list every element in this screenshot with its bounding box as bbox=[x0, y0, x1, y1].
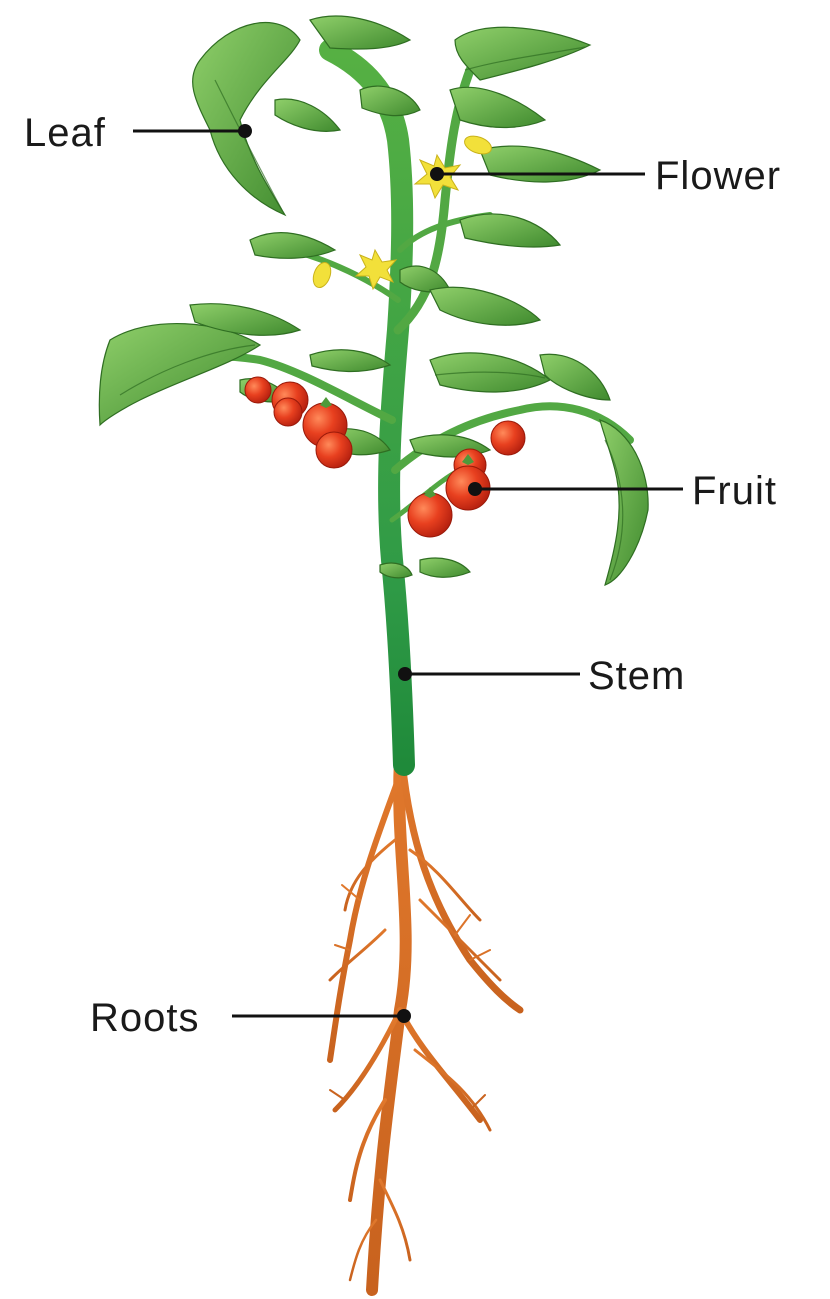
stem-label: Stem bbox=[588, 654, 685, 698]
roots-label: Roots bbox=[90, 996, 200, 1040]
leaves-illustration bbox=[99, 16, 648, 585]
fruit-pointer bbox=[468, 482, 683, 496]
stem-pointer bbox=[398, 667, 580, 681]
roots-pointer bbox=[232, 1009, 411, 1023]
fruit-label: Fruit bbox=[692, 469, 777, 513]
flower-label: Flower bbox=[655, 154, 781, 198]
roots-illustration bbox=[330, 760, 520, 1290]
leaf-label: Leaf bbox=[24, 111, 106, 155]
